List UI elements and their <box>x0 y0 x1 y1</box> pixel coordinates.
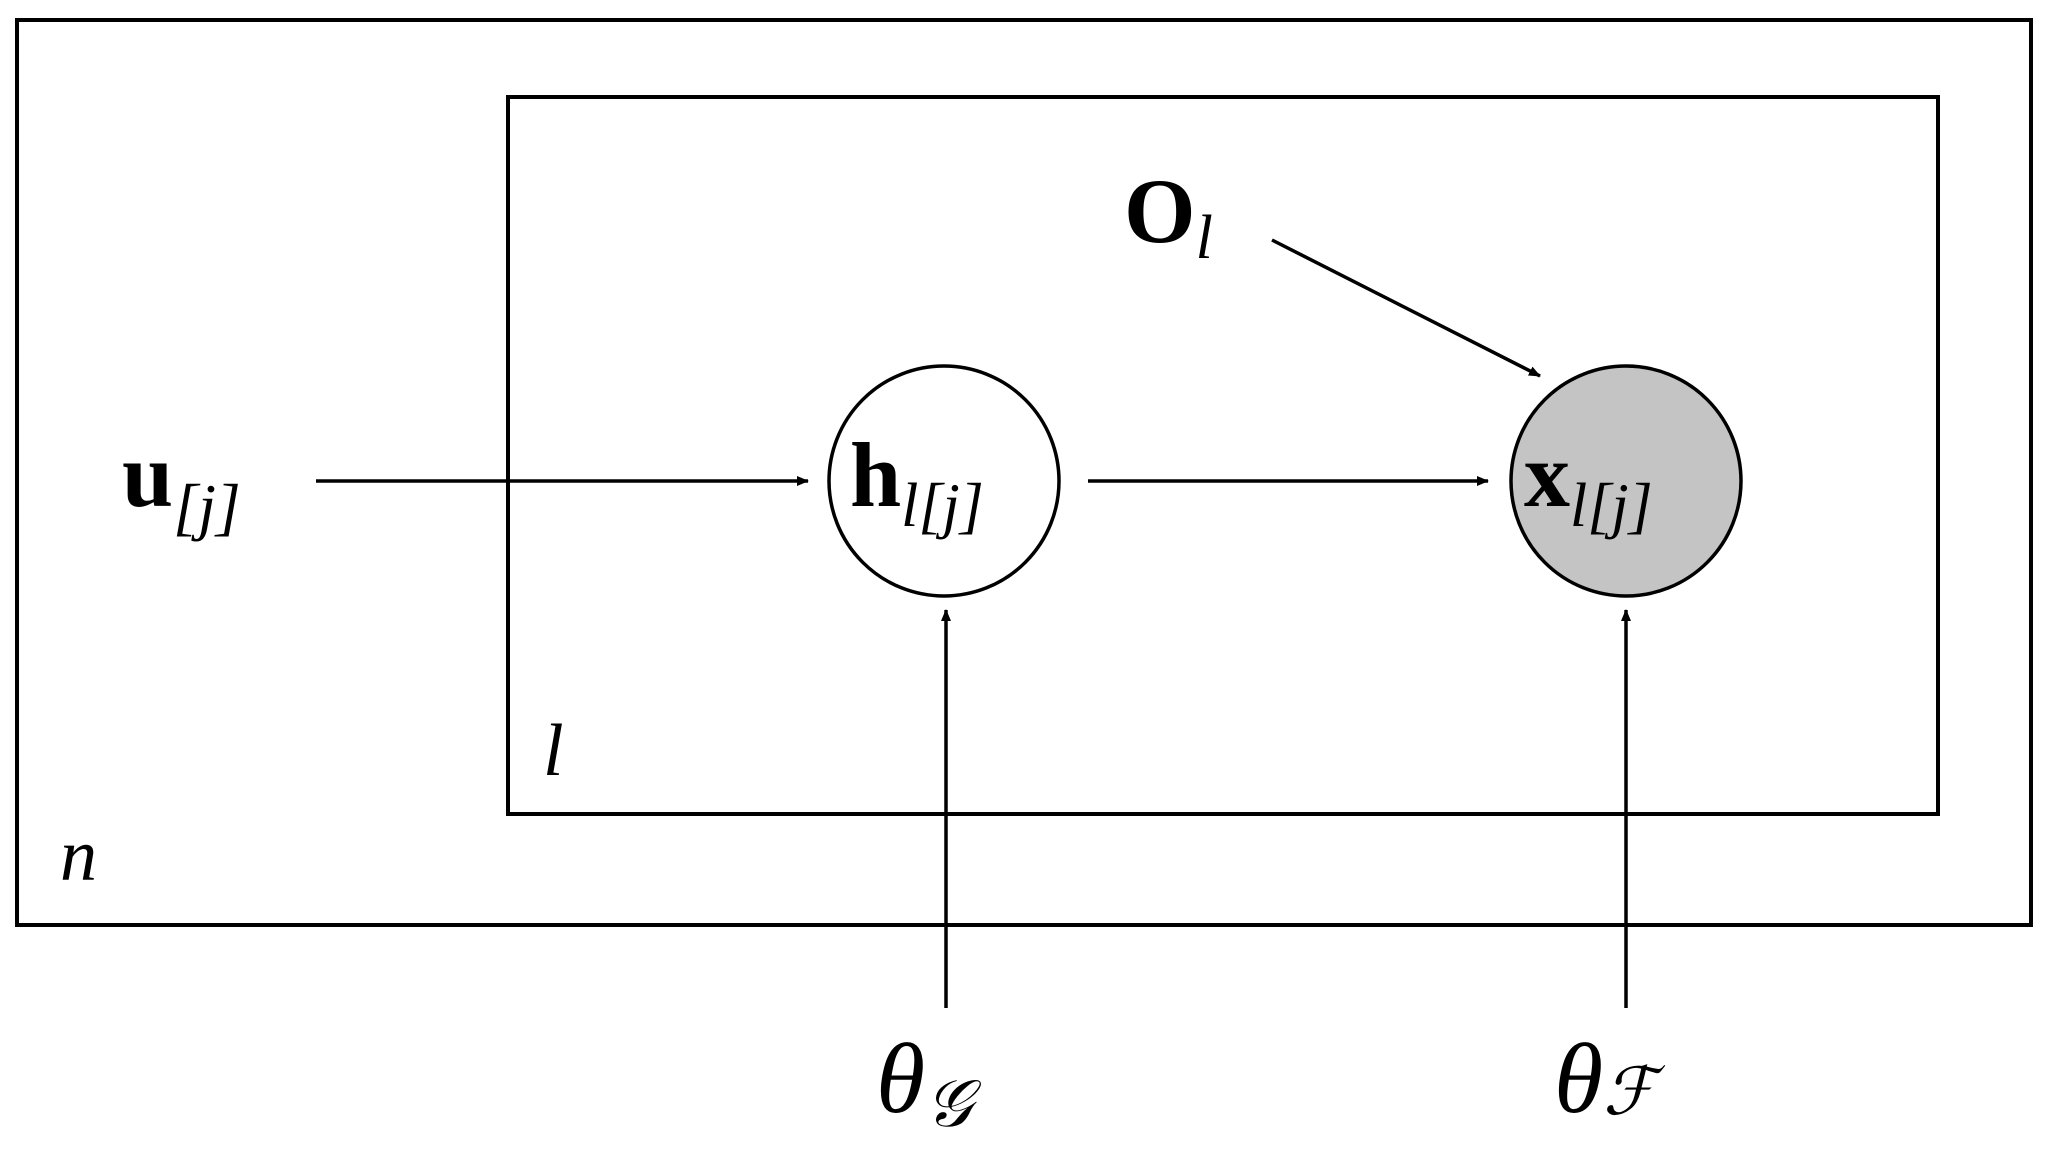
node-x-label: xl[j] <box>1524 424 1653 540</box>
outer-plate <box>15 18 2033 927</box>
inner-plate-label: l <box>543 710 564 792</box>
node-x-circle <box>1509 364 1743 598</box>
theta-f-label: θℱ <box>1554 1023 1666 1134</box>
node-h-label: hl[j] <box>850 424 984 540</box>
node-u-label: u[j] <box>122 424 241 542</box>
node-o-label: Ol <box>1124 160 1213 272</box>
edge-o-to-x <box>1271 238 1541 378</box>
outer-plate-label: n <box>60 815 97 897</box>
node-h-circle <box>827 364 1061 598</box>
inner-plate <box>506 95 1940 816</box>
theta-g-label: θ𝒢 <box>876 1023 982 1141</box>
